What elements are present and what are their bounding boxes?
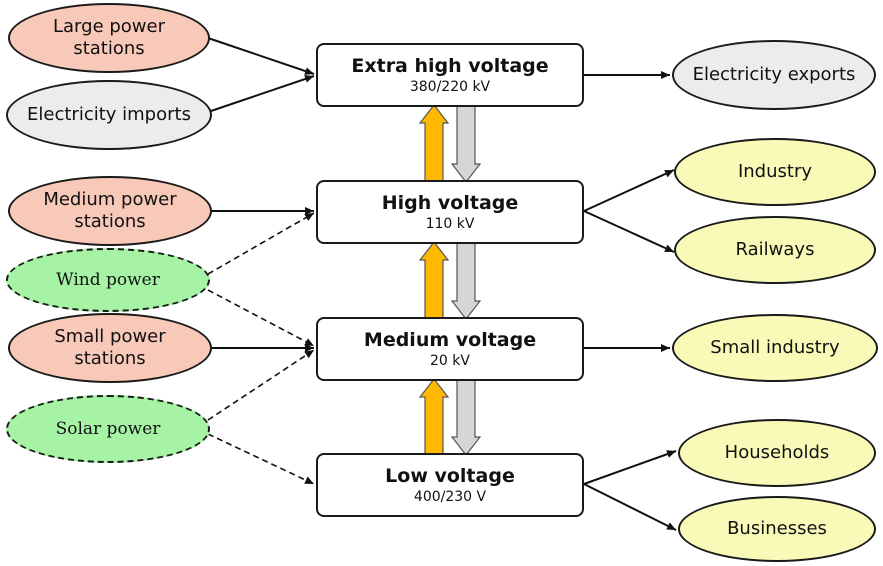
node-label: Electricity imports bbox=[27, 104, 191, 125]
node-electricity-imports: Electricity imports bbox=[6, 80, 212, 150]
node-label: Solar power bbox=[55, 419, 161, 439]
level-value: 380/220 kV bbox=[409, 78, 491, 95]
node-electricity-exports: Electricity exports bbox=[672, 40, 876, 110]
level-value: 20 kV bbox=[430, 352, 470, 369]
connector-railways bbox=[583, 210, 675, 253]
node-label: Railways bbox=[735, 239, 815, 260]
level-medium-voltage: Medium voltage 20 kV bbox=[316, 317, 584, 381]
node-small-industry: Small industry bbox=[672, 314, 878, 382]
connector-wind-to-high bbox=[207, 212, 315, 275]
up-arrow-2 bbox=[418, 241, 450, 320]
node-industry: Industry bbox=[674, 138, 876, 206]
down-arrow-1 bbox=[450, 104, 482, 183]
up-arrow-1 bbox=[418, 104, 450, 183]
node-railways: Railways bbox=[674, 216, 876, 284]
level-title: Medium voltage bbox=[363, 328, 537, 351]
level-title: High voltage bbox=[381, 191, 519, 214]
node-businesses: Businesses bbox=[678, 496, 876, 562]
down-arrow-2 bbox=[450, 241, 482, 320]
level-value: 110 kV bbox=[425, 215, 475, 232]
level-extra-high-voltage: Extra high voltage 380/220 kV bbox=[316, 43, 584, 107]
node-label: Small power stations bbox=[54, 326, 166, 369]
node-large-power-stations: Large power stations bbox=[8, 3, 210, 73]
connector-solar-to-medium bbox=[207, 349, 315, 421]
connector-industry bbox=[583, 169, 675, 212]
up-arrow-3 bbox=[418, 378, 450, 456]
down-arrow-3 bbox=[450, 378, 482, 456]
level-high-voltage: High voltage 110 kV bbox=[316, 180, 584, 244]
node-label: Industry bbox=[737, 161, 813, 182]
level-title: Low voltage bbox=[385, 464, 515, 487]
node-label: Businesses bbox=[727, 518, 827, 539]
node-label: Households bbox=[724, 442, 830, 463]
node-small-power-stations: Small power stations bbox=[8, 313, 212, 383]
level-transfer-arrows bbox=[418, 104, 482, 456]
node-households: Households bbox=[678, 419, 876, 487]
node-label: Electricity exports bbox=[692, 64, 856, 85]
node-label: Small industry bbox=[710, 337, 840, 358]
connector-households bbox=[583, 450, 677, 485]
level-title: Extra high voltage bbox=[351, 54, 549, 77]
node-wind-power: Wind power bbox=[6, 248, 210, 312]
connector-imports bbox=[207, 75, 315, 113]
connector-businesses bbox=[583, 483, 677, 531]
connector-large-stations bbox=[207, 37, 315, 75]
level-low-voltage: Low voltage 400/230 V bbox=[316, 453, 584, 517]
node-label: Wind power bbox=[56, 270, 160, 290]
level-value: 400/230 V bbox=[413, 488, 487, 505]
node-label: Medium power stations bbox=[43, 189, 177, 232]
connector-solar-to-low bbox=[207, 433, 315, 485]
node-solar-power: Solar power bbox=[6, 395, 210, 463]
node-medium-power-stations: Medium power stations bbox=[8, 176, 212, 246]
connector-wind-to-medium bbox=[207, 289, 315, 347]
node-label: Large power stations bbox=[53, 16, 165, 59]
